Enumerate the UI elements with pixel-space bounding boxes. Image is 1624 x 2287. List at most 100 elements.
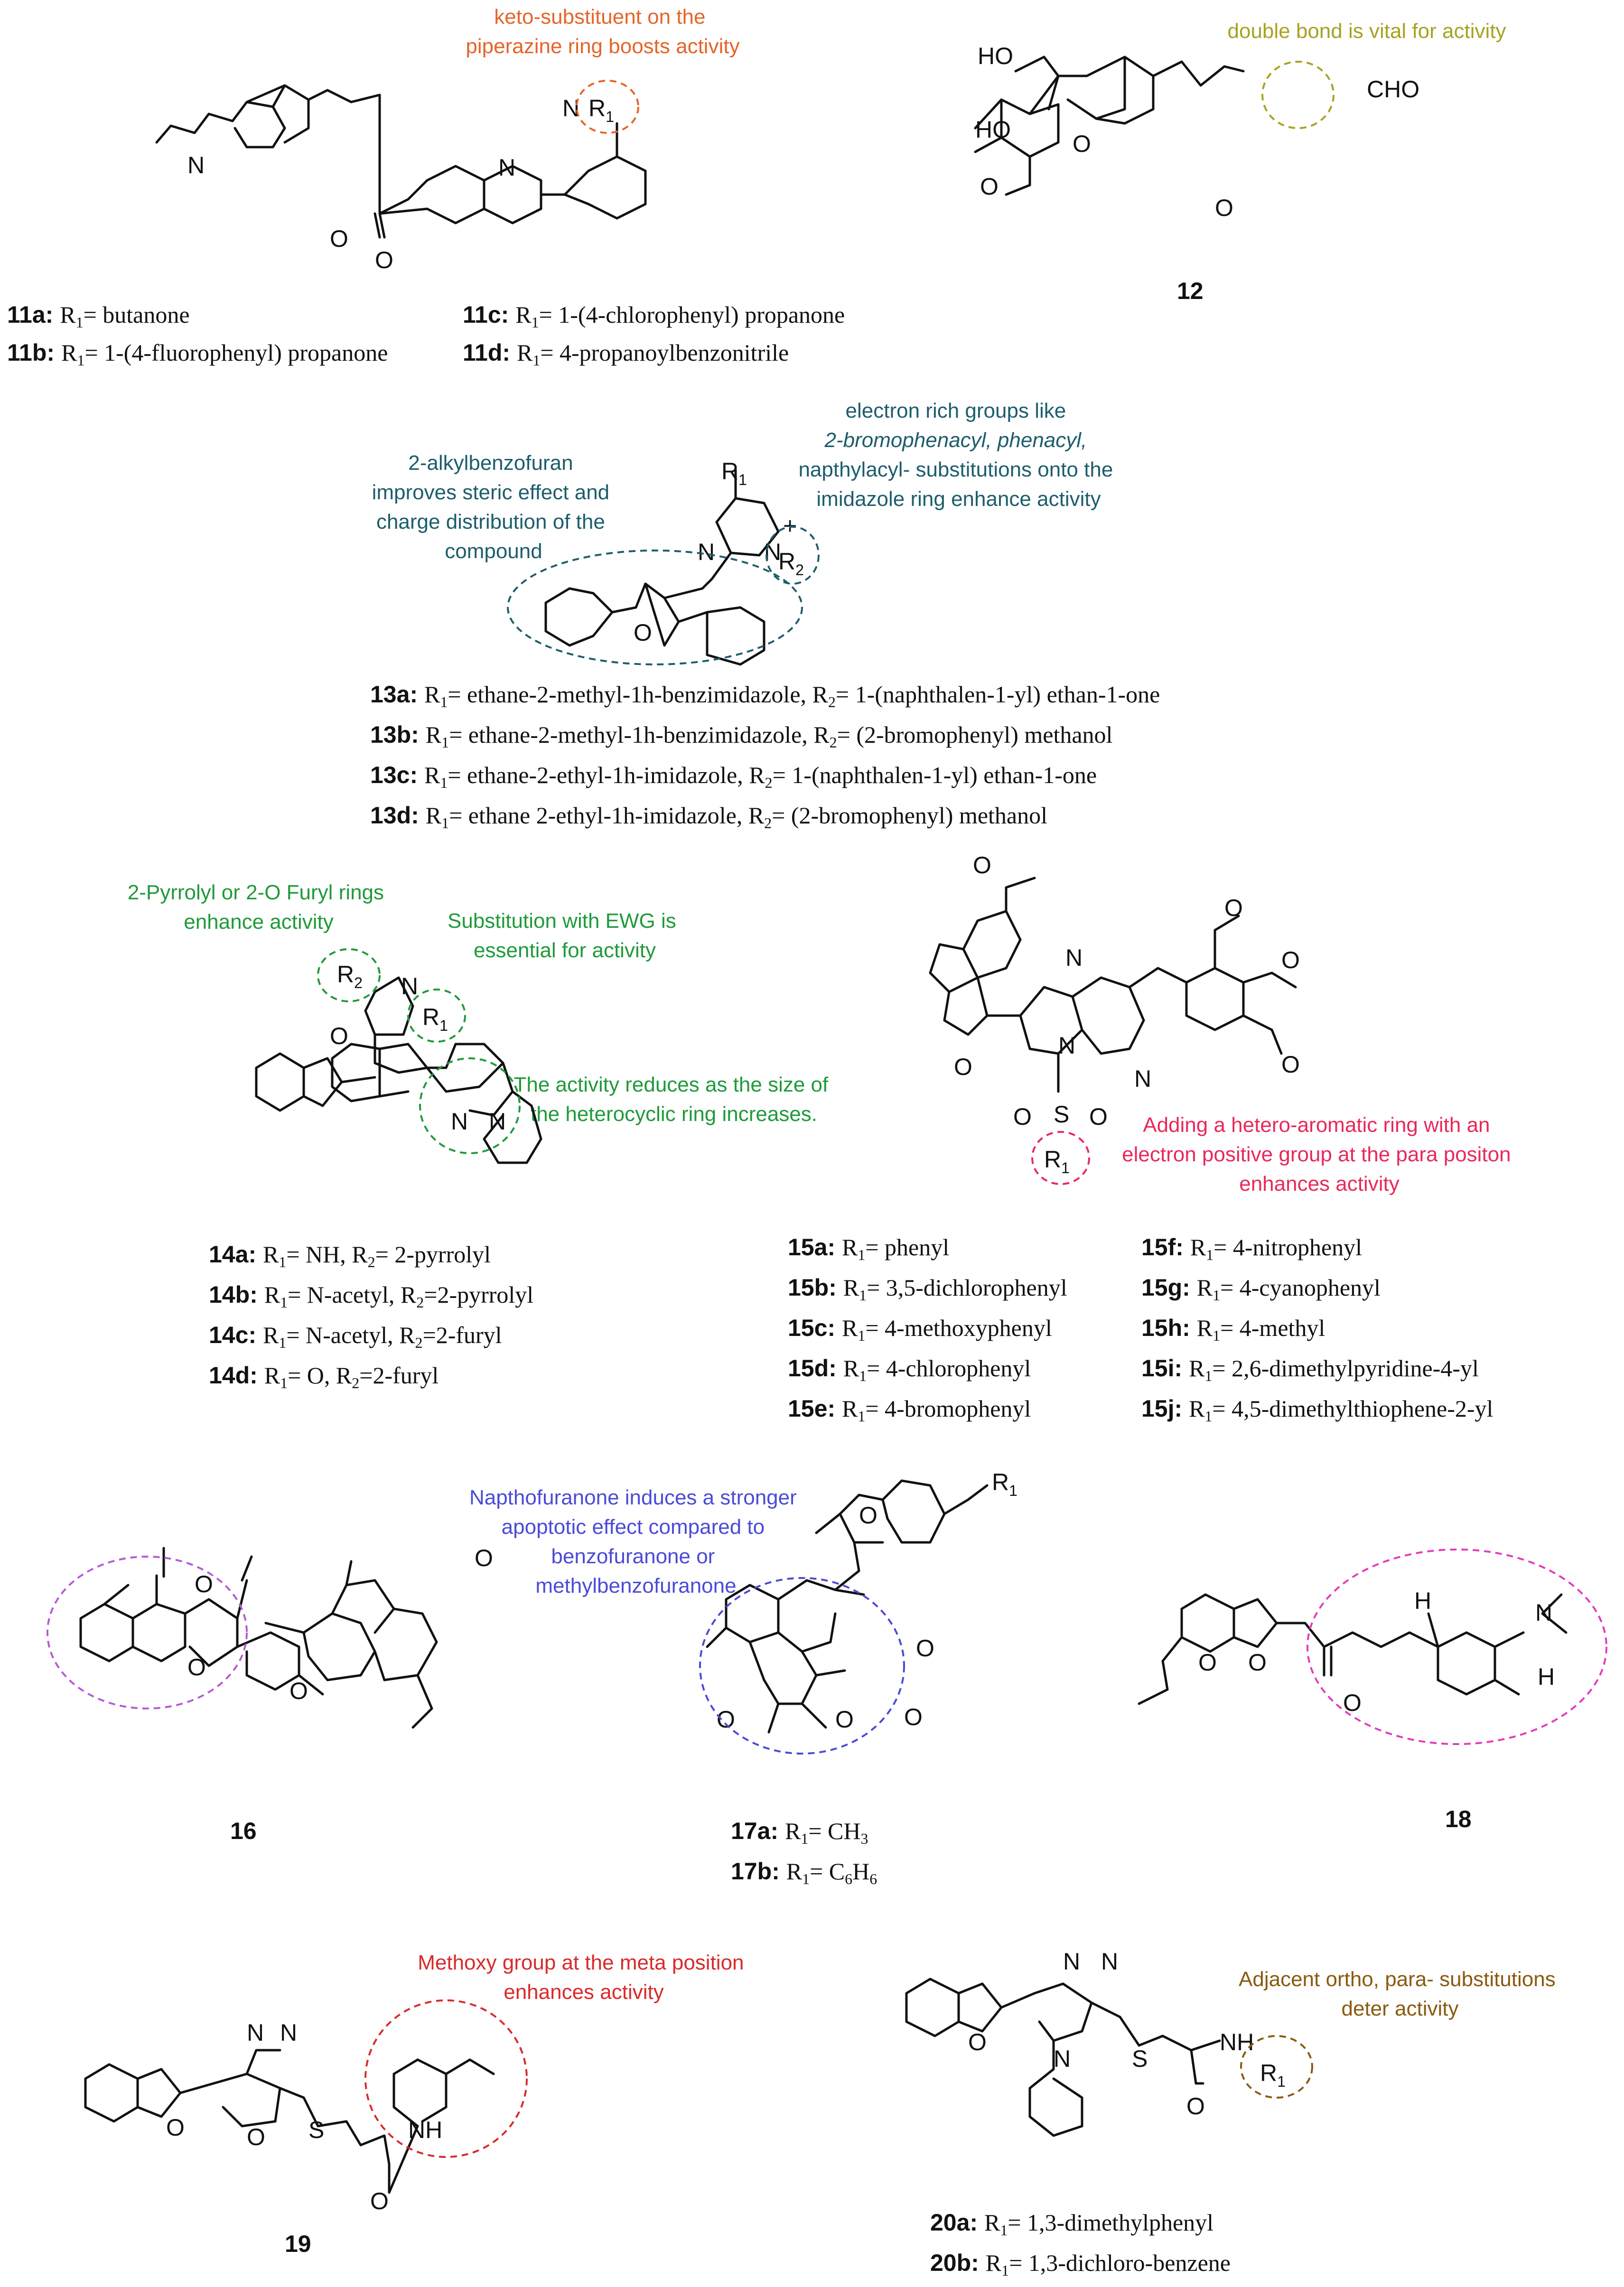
- caption-13a: 13a: R1= ethane-2-methyl-1h-benzimidazol…: [370, 681, 1160, 710]
- structure-17: R1 O O O O O: [699, 1469, 1017, 1755]
- annotation-14-bottom: The activity reduces as the size of the …: [514, 1073, 834, 1126]
- atom-ho: HO: [975, 116, 1011, 143]
- atom-o: O: [1089, 1103, 1108, 1130]
- atom-o: O: [717, 1706, 735, 1733]
- atom-n: N: [698, 539, 715, 565]
- highlight-circle: [1240, 2035, 1313, 2099]
- caption-20a: 20a: R1= 1,3-dimethylphenyl: [930, 2209, 1213, 2239]
- atom-cho: CHO: [1367, 76, 1419, 103]
- annotation-13-left: 2-alkylbenzofuran improves steric effect…: [372, 451, 616, 563]
- atom-o: O: [1248, 1649, 1267, 1676]
- annotation-14-right: Substitution with EWG is essential for a…: [448, 909, 682, 962]
- atom-r: R1: [992, 1469, 1017, 1499]
- structure-11: N O O N N R1: [155, 80, 647, 273]
- structure-12: HO HO O O O CHO: [974, 43, 1419, 221]
- atom-r: R1: [721, 458, 747, 488]
- atom-r: R2: [337, 961, 363, 991]
- atom-n: N: [187, 152, 205, 178]
- highlight-circle: [407, 989, 466, 1043]
- atom-o: O: [1224, 895, 1243, 921]
- caption-15d: 15d: R1= 4-chlorophenyl: [788, 1355, 1031, 1384]
- caption-15a: 15a: R1= phenyl: [788, 1234, 949, 1263]
- atom-o: O: [370, 2188, 389, 2214]
- annotation-13-right: electron rich groups like 2-bromophenacy…: [798, 399, 1119, 511]
- label-12: 12: [1177, 278, 1204, 304]
- structure-16-benzofuranone: [264, 1560, 438, 1729]
- structure-16: O O O O: [47, 1545, 493, 1709]
- atom-n: N: [451, 1108, 468, 1135]
- caption-11a: 11a: R1= butanone: [7, 301, 190, 331]
- caption-15i: 15i: R1= 2,6-dimethylpyridine-4-yl: [1141, 1355, 1479, 1384]
- atom-n: N: [489, 1108, 506, 1135]
- highlight-circle: [699, 1577, 905, 1755]
- highlight-circle: [1261, 61, 1335, 129]
- structure-18: O O O H N H: [1138, 1549, 1607, 1745]
- highlight-circle: [364, 1999, 528, 2158]
- atom-o: O: [954, 1054, 972, 1080]
- atom-s: S: [1054, 1101, 1069, 1128]
- atom-nh: NH: [1220, 2029, 1254, 2055]
- atom-n: N: [1054, 2045, 1071, 2072]
- atom-h: H: [1538, 1663, 1555, 1690]
- atom-n: N: [247, 2019, 264, 2046]
- atom-o: O: [1215, 195, 1233, 221]
- atom-h: H: [1414, 1587, 1431, 1614]
- atom-o: O: [1281, 947, 1300, 973]
- structure-14-benzofuran: [255, 1052, 376, 1112]
- highlight-circle: [1031, 1131, 1090, 1185]
- annotation-20: Adjacent ortho, para- substitutions dete…: [1239, 1968, 1561, 2020]
- highlight-circle: [419, 1057, 521, 1154]
- atom-o: O: [1073, 131, 1091, 157]
- atom-n: N: [562, 95, 579, 121]
- caption-15c: 15c: R1= 4-methoxyphenyl: [788, 1315, 1052, 1344]
- atom-nh: NH: [408, 2117, 442, 2143]
- caption-15b: 15b: R1= 3,5-dichlorophenyl: [788, 1274, 1067, 1304]
- annotation-15: Adding a hetero-aromatic ring with an el…: [1122, 1113, 1517, 1195]
- atom-r: R1: [1044, 1146, 1070, 1176]
- caption-11c: 11c: R1= 1-(4-chlorophenyl) propanone: [463, 301, 845, 331]
- atom-o: O: [859, 1502, 877, 1529]
- annotation-11: keto-substituent on the piperazine ring …: [466, 5, 739, 58]
- annotation-17: Napthofuranone induces a stronger apopto…: [469, 1486, 803, 1597]
- structure-15: N N N O O O O O O S O R1: [929, 852, 1300, 1185]
- highlight-circle: [576, 80, 639, 134]
- highlight-circle: [47, 1556, 248, 1709]
- atom-ho: HO: [978, 43, 1013, 69]
- atom-o: O: [330, 1023, 348, 1049]
- caption-11b: 11b: R1= 1-(4-fluorophenyl) propanone: [7, 339, 388, 369]
- atom-r: R1: [588, 95, 614, 125]
- atom-o: O: [835, 1706, 854, 1733]
- atom-o: O: [195, 1571, 213, 1597]
- highlight-circle: [1307, 1549, 1607, 1745]
- caption-15j: 15j: R1= 4,5-dimethylthiophene-2-yl: [1141, 1395, 1493, 1425]
- atom-o: O: [475, 1545, 493, 1571]
- atom-n: N: [401, 973, 418, 999]
- caption-13b: 13b: R1= ethane-2-methyl-1h-benzimidazol…: [370, 721, 1112, 751]
- atom-n: N: [1134, 1065, 1151, 1092]
- caption-13d: 13d: R1= ethane 2-ethyl-1h-imidazole, R2…: [370, 802, 1047, 831]
- atom-o: O: [289, 1678, 308, 1704]
- atom-o: O: [166, 2114, 185, 2141]
- highlight-circle: [507, 550, 803, 665]
- label-18: 18: [1445, 1806, 1472, 1832]
- atom-o: O: [1281, 1051, 1300, 1078]
- atom-o: O: [187, 1654, 206, 1680]
- atom-r: R1: [1260, 2060, 1286, 2090]
- annotation-14-left: 2-Pyrrolyl or 2-O Furyl rings enhance ac…: [128, 881, 390, 933]
- caption-15g: 15g: R1= 4-cyanophenyl: [1141, 1274, 1381, 1304]
- atom-o: O: [1013, 1103, 1032, 1130]
- atom-o: O: [247, 2124, 265, 2150]
- atom-o: O: [973, 852, 991, 878]
- atom-o: O: [968, 2029, 987, 2055]
- caption-14c: 14c: R1= N-acetyl, R2=2-furyl: [209, 1322, 502, 1351]
- atom-o: O: [916, 1635, 934, 1662]
- atom-o: O: [330, 225, 348, 252]
- atom-n: N: [280, 2019, 297, 2046]
- atom-o: O: [1186, 2093, 1205, 2119]
- atom-r: R2: [778, 548, 804, 579]
- atom-n: N: [498, 154, 515, 181]
- caption-15f: 15f: R1= 4-nitrophenyl: [1141, 1234, 1362, 1263]
- atom-s: S: [308, 2117, 324, 2143]
- atom-o: O: [375, 247, 393, 273]
